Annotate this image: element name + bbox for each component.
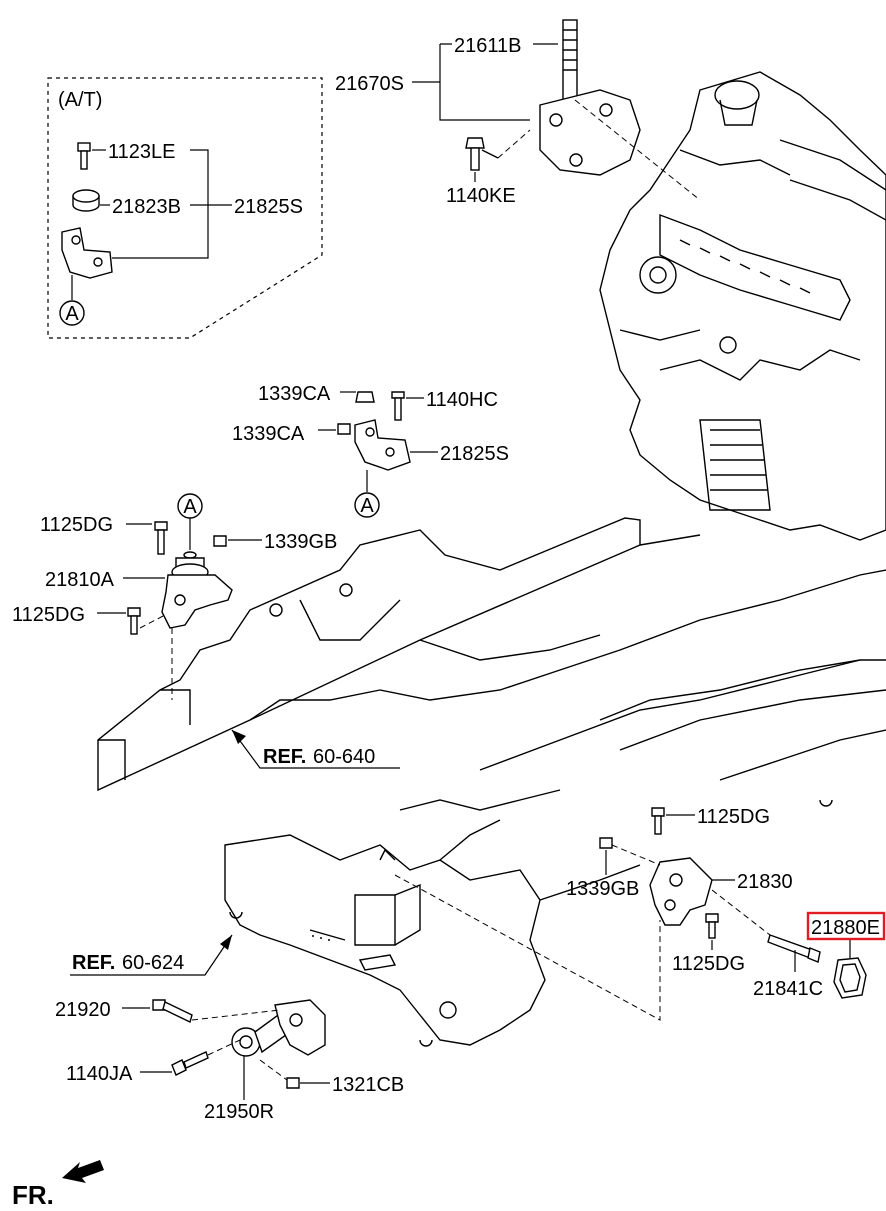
bolt-1140ke xyxy=(465,137,499,171)
fr-label: FR. xyxy=(12,1180,54,1210)
label-1339ca-top: 1339CA xyxy=(258,383,331,405)
right-mount-bracket xyxy=(599,807,821,963)
inset-title: (A/T) xyxy=(58,89,102,111)
inset-box xyxy=(47,77,323,339)
label-1125dg-right-top: 1125DG xyxy=(697,806,770,828)
ref1-value: 60-640 xyxy=(313,746,375,768)
label-1140ke: 1140KE xyxy=(446,185,516,207)
subframe-dash-line xyxy=(394,874,661,1021)
bracket-21825s-inset xyxy=(112,149,232,259)
label-21823b: 21823B xyxy=(112,196,181,218)
part-21880e xyxy=(833,957,867,999)
ref2-value: 60-624 xyxy=(122,952,184,974)
label-1123le: 1123LE xyxy=(108,141,175,163)
label-21810a: 21810A xyxy=(45,569,115,591)
label-21830: 21830 xyxy=(737,871,793,893)
label-21950r: 21950R xyxy=(204,1101,274,1123)
ref-60-640: REF. 60-640 xyxy=(231,729,400,769)
ref2-prefix: REF. xyxy=(72,952,115,974)
label-1339gb: 1339GB xyxy=(264,531,337,553)
label-1339gb-right: 1339GB xyxy=(566,878,639,900)
left-marker: A xyxy=(183,496,197,518)
fr-arrow-icon xyxy=(62,1160,104,1183)
inset-marker: A xyxy=(65,303,79,325)
label-21880e: 21880E xyxy=(811,917,880,939)
ref1-prefix: REF. xyxy=(263,746,306,768)
rear-roll-rod xyxy=(152,999,326,1089)
label-21841c: 21841C xyxy=(753,978,823,1000)
label-1140hc: 1140HC xyxy=(426,389,498,411)
left-mount-dash xyxy=(139,614,173,700)
label-1125dg-right-bottom: 1125DG xyxy=(672,953,745,975)
inset-bracket xyxy=(61,227,113,300)
side-member-frame xyxy=(97,517,886,807)
label-21825s: 21825S xyxy=(440,443,509,465)
rear-mount-dash xyxy=(191,1009,288,1081)
dash-1140ke xyxy=(497,129,531,159)
highlight-box-21880e xyxy=(806,911,886,941)
inset-marker-circle xyxy=(59,300,85,326)
center-bracket xyxy=(337,391,411,492)
label-1339ca-left: 1339CA xyxy=(232,423,305,445)
center-marker-circle xyxy=(354,492,380,518)
subframe xyxy=(224,789,641,1047)
label-1125dg-top: 1125DG xyxy=(40,514,113,536)
inset-bushing-21823b xyxy=(72,189,100,212)
ref-60-624: REF. 60-624 xyxy=(70,934,233,976)
label-21825s-inset: 21825S xyxy=(234,196,303,218)
label-1321cb: 1321CB xyxy=(332,1074,404,1096)
upper-mount-bracket xyxy=(539,19,701,201)
label-1125dg-bottom: 1125DG xyxy=(12,604,85,626)
inset-bolt-1123le xyxy=(77,142,91,170)
center-marker: A xyxy=(360,495,374,517)
label-21611b: 21611B xyxy=(454,35,521,57)
label-1140ja: 1140JA xyxy=(66,1063,133,1085)
label-21920: 21920 xyxy=(55,999,111,1021)
right-mount-dash xyxy=(611,844,771,936)
left-mount-insulator xyxy=(127,521,233,635)
label-21670s: 21670S xyxy=(335,73,404,95)
leader-21611b xyxy=(439,43,558,121)
engine-block xyxy=(599,71,886,541)
